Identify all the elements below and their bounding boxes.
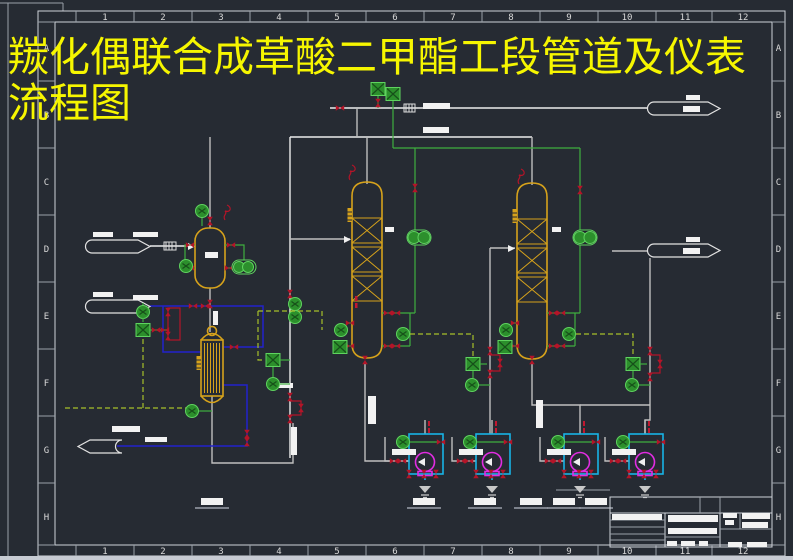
separator-drum[interactable] [178,203,257,326]
svg-text:D: D [44,245,49,255]
outlet-flag-return[interactable] [76,426,167,454]
svg-text:A: A [44,44,50,54]
svg-text:12: 12 [738,547,749,557]
border-zone-letters-right: A B C D E F G H [776,44,782,523]
svg-text:B: B [776,111,781,121]
svg-text:6: 6 [392,13,397,23]
svg-text:G: G [44,446,49,456]
svg-text:11: 11 [680,547,691,557]
pump-3[interactable] [540,420,600,498]
window-bottom-strip [0,556,793,560]
svg-text:G: G [776,446,781,456]
equipment-base-tags [194,497,614,509]
svg-text:E: E [776,312,781,322]
svg-text:3: 3 [218,547,223,557]
pump-4[interactable] [605,420,665,498]
title-block [609,496,773,548]
svg-text:5: 5 [334,13,339,23]
svg-text:A: A [776,44,782,54]
svg-text:B: B [44,111,49,121]
svg-text:10: 10 [622,13,633,23]
svg-text:2: 2 [160,547,165,557]
svg-text:8: 8 [508,547,513,557]
cooling-water-lines[interactable] [117,303,264,447]
svg-text:3: 3 [218,13,223,23]
svg-text:F: F [44,379,49,389]
pump-2[interactable] [452,420,512,498]
process-piping[interactable] [150,103,651,491]
svg-text:8: 8 [508,13,513,23]
heat-exchanger[interactable] [196,325,294,404]
svg-text:5: 5 [334,547,339,557]
svg-text:C: C [44,178,49,188]
svg-text:H: H [776,513,781,523]
svg-text:7: 7 [450,547,455,557]
svg-text:1: 1 [102,13,107,23]
svg-text:12: 12 [738,13,749,23]
svg-text:9: 9 [566,547,571,557]
outlet-flag-top[interactable] [646,95,722,116]
svg-text:6: 6 [392,547,397,557]
svg-text:H: H [44,513,49,523]
window-edge-lines [0,2,64,556]
svg-text:7: 7 [450,13,455,23]
svg-text:4: 4 [276,547,281,557]
hx-instrument-chain[interactable] [65,303,212,419]
svg-text:C: C [776,178,781,188]
mid-pipe-instruments[interactable] [257,289,323,455]
svg-text:2: 2 [160,13,165,23]
svg-text:E: E [44,312,49,322]
column2-control-chain[interactable] [576,333,663,393]
svg-text:D: D [776,245,781,255]
pump-1[interactable] [385,420,445,498]
inlet-flag-1[interactable] [84,232,159,254]
svg-text:10: 10 [622,547,633,557]
svg-text:11: 11 [680,13,691,23]
column1-control-chain[interactable] [410,333,503,393]
outlet-flag-mid[interactable] [646,237,722,258]
svg-text:F: F [776,379,781,389]
svg-text:9: 9 [566,13,571,23]
packed-column-2[interactable] [497,168,598,428]
svg-text:1: 1 [102,547,107,557]
border-zone-letters-left: A B C D E F G H [44,44,50,523]
svg-text:4: 4 [276,13,281,23]
packed-column-1[interactable] [332,164,432,424]
